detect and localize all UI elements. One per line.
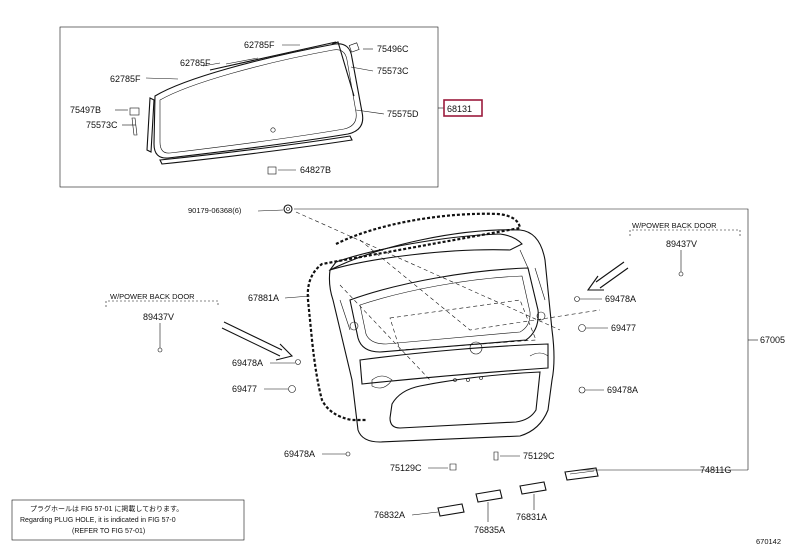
note-line-english: Regarding PLUG HOLE, it is indicated in … xyxy=(20,517,176,524)
label-76835a: 76835A xyxy=(474,525,505,535)
figure-number: 670142 xyxy=(756,537,781,546)
label-75575d: 75575D xyxy=(387,109,419,119)
label-74811g: 74811G xyxy=(700,465,731,475)
label-69477-left: 69477 xyxy=(232,384,257,394)
label-62785f-mid: 62785F xyxy=(180,58,211,68)
label-76831a: 76831A xyxy=(516,512,547,522)
reference-note: プラグホールは FIG 57-01 に掲載しております。 Regarding P… xyxy=(11,499,245,541)
label-69477-right: 69477 xyxy=(611,323,636,333)
right-strut-arrow xyxy=(595,261,629,289)
label-69478a-left: 69478A xyxy=(232,358,263,368)
left-strut-arrow xyxy=(221,321,283,357)
license-lamp xyxy=(564,467,599,481)
label-69478a-right-upper: 69478A xyxy=(605,294,636,304)
label-68131[interactable]: 68131 xyxy=(447,104,472,114)
label-89437v-left: 89437V xyxy=(143,312,174,322)
molding-upper xyxy=(209,41,337,71)
glass-inset: 62785F 62785F 62785F 75496C 75573C 75497… xyxy=(59,26,483,188)
label-75573c-left: 75573C xyxy=(86,120,118,130)
molding-lower xyxy=(159,135,353,165)
highlight-box-68131[interactable] xyxy=(443,99,483,117)
bracket-76835a xyxy=(475,489,503,503)
bracket-76832a xyxy=(437,503,465,517)
label-67005: 67005 xyxy=(760,335,785,345)
label-76832a: 76832A xyxy=(374,510,405,520)
weatherstrip-seal xyxy=(306,212,522,422)
label-75129c-right: 75129C xyxy=(523,451,555,461)
label-w-power-back-door-right: W/POWER BACK DOOR xyxy=(632,221,717,230)
label-62785f-top: 62785F xyxy=(244,40,275,50)
label-75497b: 75497B xyxy=(70,105,101,115)
back-door-assembly: W/POWER BACK DOOR 89437V W/POWER BACK DO… xyxy=(105,204,785,535)
label-69478a-bottom: 69478A xyxy=(284,449,315,459)
label-75496c: 75496C xyxy=(377,44,409,54)
note-line-refer: (REFER TO FIG 57-01) xyxy=(72,528,145,535)
label-90179-06368: 90179-06368(6) xyxy=(188,206,242,215)
label-75573c-right: 75573C xyxy=(377,66,409,76)
label-69478a-right-lower: 69478A xyxy=(607,385,638,395)
label-75129c-left: 75129C xyxy=(390,463,422,473)
back-door-panel xyxy=(328,229,555,443)
back-window-glass xyxy=(153,43,364,159)
label-w-power-back-door-left: W/POWER BACK DOOR xyxy=(110,292,195,301)
label-89437v-right: 89437V xyxy=(666,239,697,249)
label-67881a: 67881A xyxy=(248,293,279,303)
label-64827b: 64827B xyxy=(300,165,331,175)
note-line-japanese: プラグホールは FIG 57-01 に掲載しております。 xyxy=(30,504,183,513)
label-62785f-left: 62785F xyxy=(110,74,141,84)
bracket-76831a xyxy=(519,481,547,495)
